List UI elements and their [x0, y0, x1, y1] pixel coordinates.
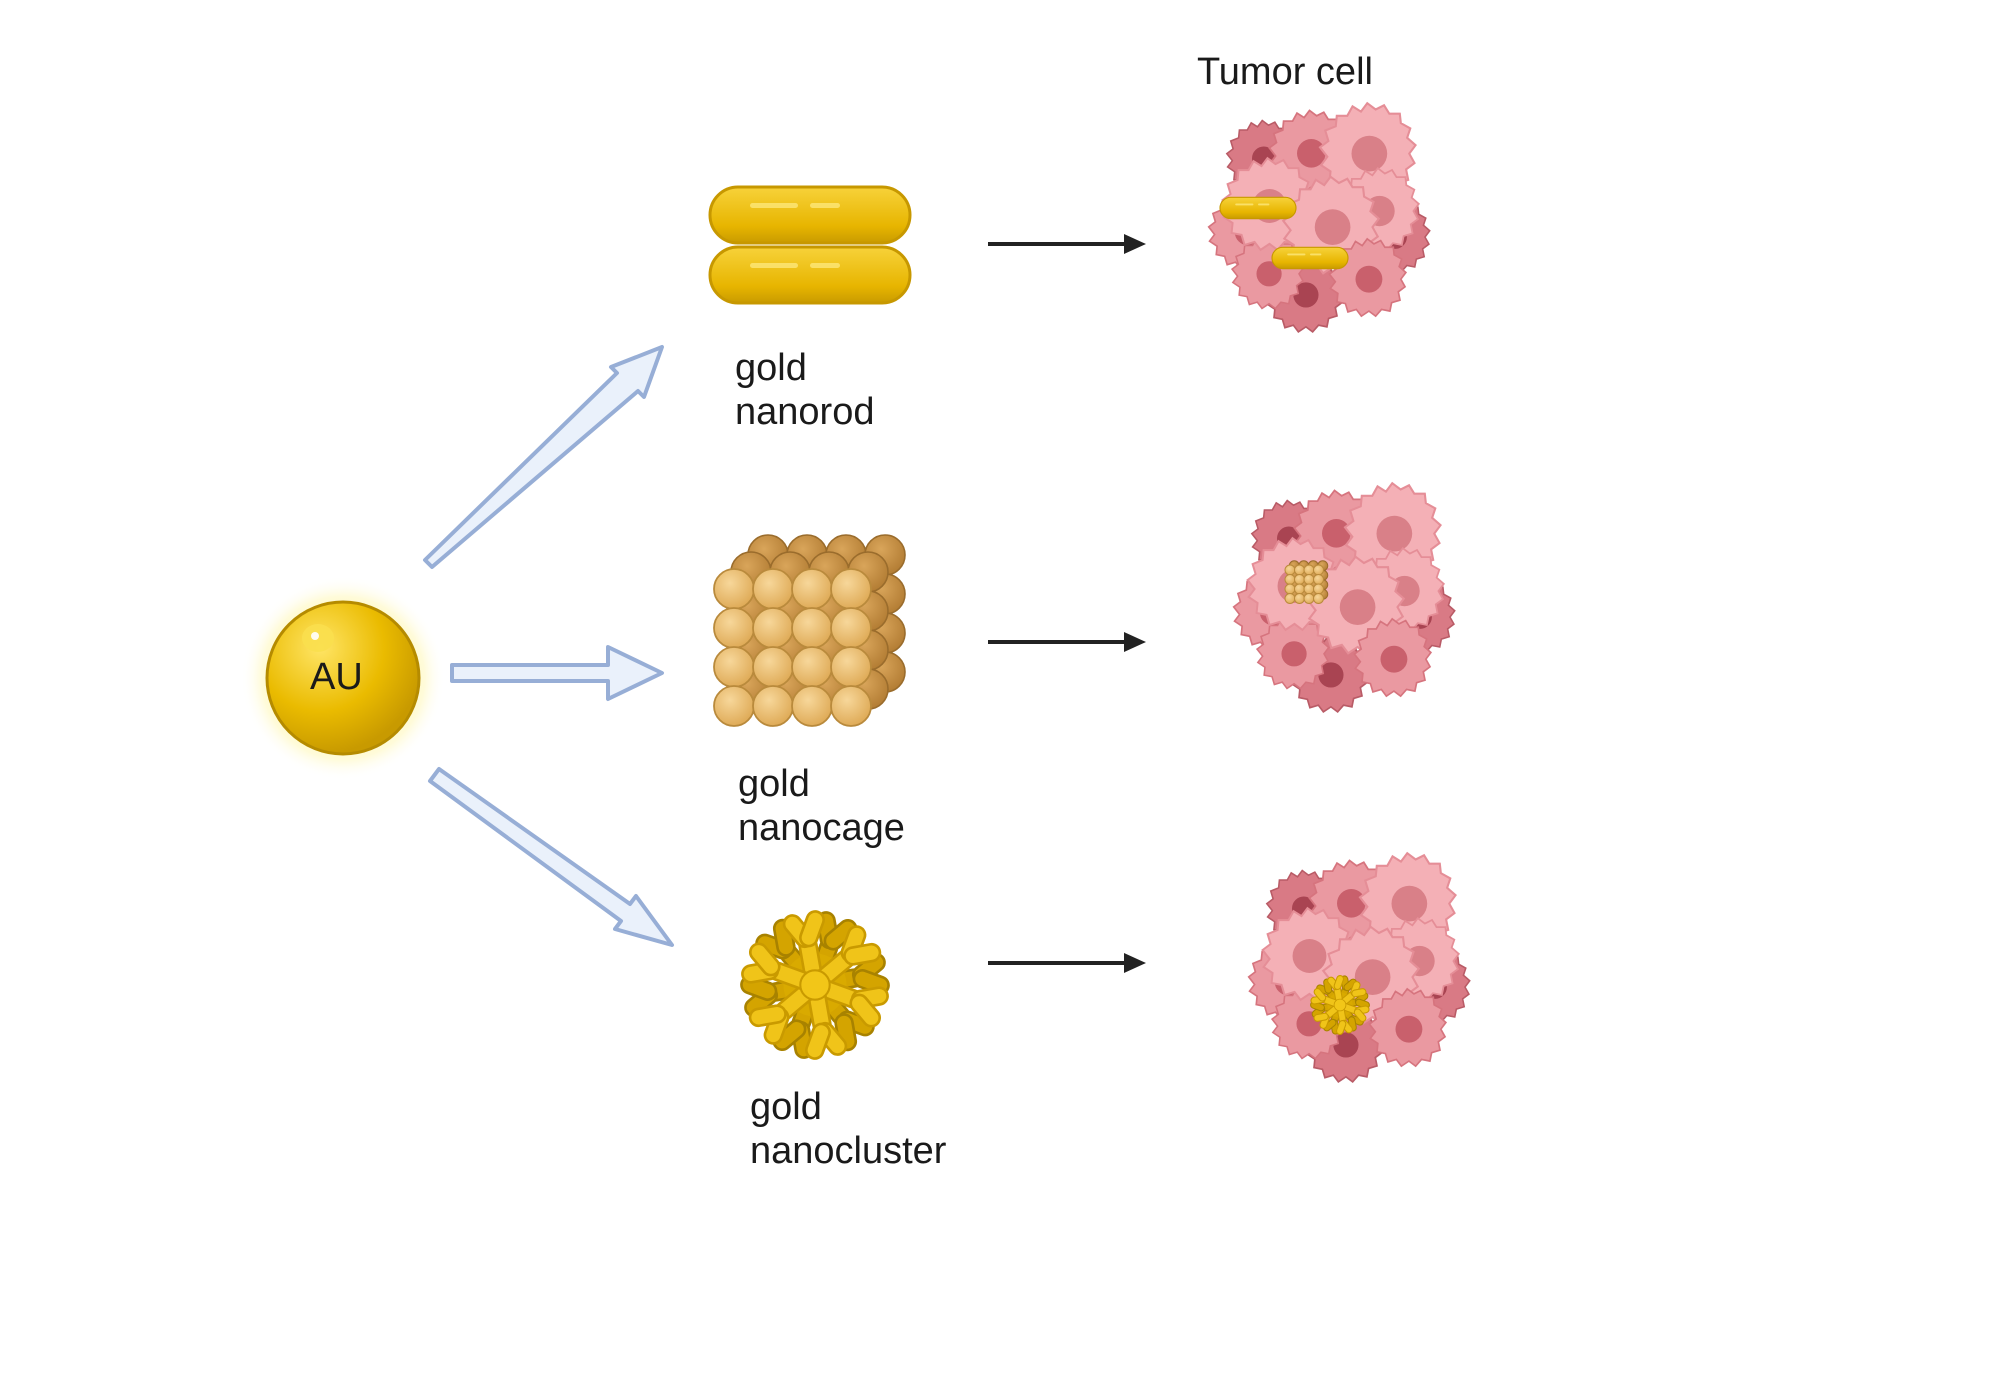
connector-arrow-1	[988, 234, 1146, 254]
nanocage-sphere	[713, 568, 755, 610]
nanocage-sphere	[830, 568, 872, 610]
nanocage-sphere	[752, 568, 794, 610]
nanocage-sphere	[1294, 593, 1305, 604]
nanocage-sphere	[1313, 593, 1324, 604]
label-gold-nanorod-line1: gold	[735, 347, 807, 389]
nanocage-sphere	[752, 607, 794, 649]
nanocage-sphere	[752, 646, 794, 688]
label-gold-nanocage: gold nanocage	[738, 762, 905, 850]
arrow-to-nanorod	[423, 345, 664, 569]
nanocage-sphere	[1294, 583, 1305, 595]
label-gold-nanorod: gold nanorod	[735, 346, 874, 434]
nanocage-sphere	[1284, 593, 1296, 604]
label-gold-nanocage-line1: gold	[738, 763, 810, 805]
gold-nanorod-illustration	[708, 185, 912, 305]
connector-arrow-2	[988, 632, 1146, 652]
nanocage-sphere	[1313, 583, 1324, 595]
arrow-to-nanocage	[450, 645, 664, 701]
nanocage-sphere	[1303, 574, 1315, 585]
nanocage-sphere	[1284, 583, 1296, 595]
nanocage-sphere	[713, 685, 755, 727]
nanocage-sphere	[830, 607, 872, 649]
gold-nanocage-illustration	[713, 534, 906, 727]
nanocage-sphere	[713, 646, 755, 688]
nanocage-sphere	[1284, 564, 1296, 576]
nanocage-sphere	[713, 607, 755, 649]
label-gold-nanocluster: gold nanocluster	[750, 1085, 946, 1173]
au-label: AU	[310, 656, 363, 698]
tumor-cluster-nanorod	[1209, 103, 1430, 332]
gold-nanocluster-illustration	[736, 906, 894, 1064]
connector-arrow-3	[988, 953, 1146, 973]
nanocage-sphere	[1284, 574, 1296, 585]
nanocage-sphere	[830, 685, 872, 727]
nanocage-sphere	[791, 607, 833, 649]
tumor-cluster-nanocluster	[1249, 853, 1470, 1082]
label-gold-nanocage-line2: nanocage	[738, 807, 905, 849]
nanocage-sphere	[1294, 564, 1305, 576]
label-gold-nanocluster-line2: nanocluster	[750, 1130, 947, 1172]
nanocage-sphere	[830, 646, 872, 688]
nanocage-sphere	[1303, 593, 1315, 604]
nanocage-sphere	[791, 646, 833, 688]
nanocage-sphere	[791, 685, 833, 727]
label-gold-nanorod-line2: nanorod	[735, 391, 875, 433]
nanocage-sphere	[1303, 564, 1315, 576]
nanocage-sphere	[1303, 583, 1315, 595]
arrow-to-nanocluster	[428, 767, 674, 947]
nanocage-sphere	[1294, 574, 1305, 585]
nanocage-sphere	[1313, 574, 1324, 585]
nanocage-sphere	[1313, 564, 1324, 576]
au-sphere	[241, 576, 445, 780]
nanocage-sphere	[752, 685, 794, 727]
label-gold-nanocluster-line1: gold	[750, 1086, 822, 1128]
tumor-cluster-nanocage	[1234, 483, 1455, 712]
tumor-cell-title: Tumor cell	[1197, 51, 1373, 93]
nanocage-sphere	[791, 568, 833, 610]
